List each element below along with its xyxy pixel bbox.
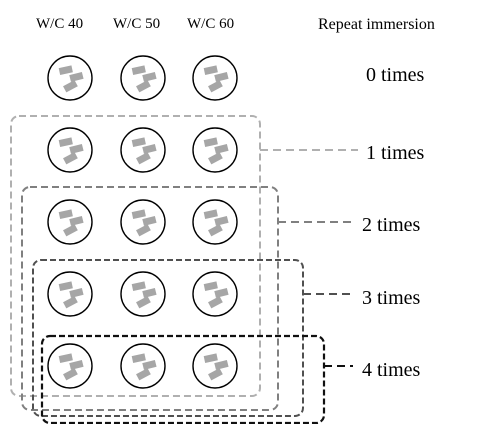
row-label-4-times: 4 times: [362, 359, 421, 381]
row-label-3-times: 3 times: [362, 287, 421, 309]
row-label-2-times: 2 times: [362, 214, 421, 236]
specimen-icon: [47, 55, 93, 101]
column-header-wc50: W/C 50: [113, 16, 161, 32]
group-box-row-4: [40, 334, 326, 424]
group-box-row-2: [21, 186, 279, 411]
specimen-icon: [120, 271, 166, 317]
specimen-icon: [192, 271, 238, 317]
group-boxes: [10, 115, 326, 424]
specimen-icon: [120, 127, 166, 173]
specimen-icon: [192, 343, 238, 389]
specimen-grid: [47, 55, 238, 389]
repeat-immersion-header: Repeat immersion: [318, 16, 435, 33]
specimen-icon: [120, 55, 166, 101]
column-header-wc40: W/C 40: [36, 16, 84, 32]
group-box-row-3: [32, 259, 304, 417]
group-connectors: [260, 149, 358, 367]
specimen-icon: [47, 127, 93, 173]
specimen-icon: [192, 55, 238, 101]
row-label-0-times: 0 times: [366, 64, 425, 86]
specimen-icon: [47, 343, 93, 389]
specimen-icon: [120, 199, 166, 245]
specimen-icon: [192, 127, 238, 173]
row-label-1-times: 1 times: [366, 142, 425, 164]
specimen-icon: [47, 271, 93, 317]
specimen-icon: [47, 199, 93, 245]
specimen-icon: [120, 343, 166, 389]
group-box-row-1: [10, 115, 261, 397]
column-header-wc60: W/C 60: [187, 16, 235, 32]
specimen-icon: [192, 199, 238, 245]
